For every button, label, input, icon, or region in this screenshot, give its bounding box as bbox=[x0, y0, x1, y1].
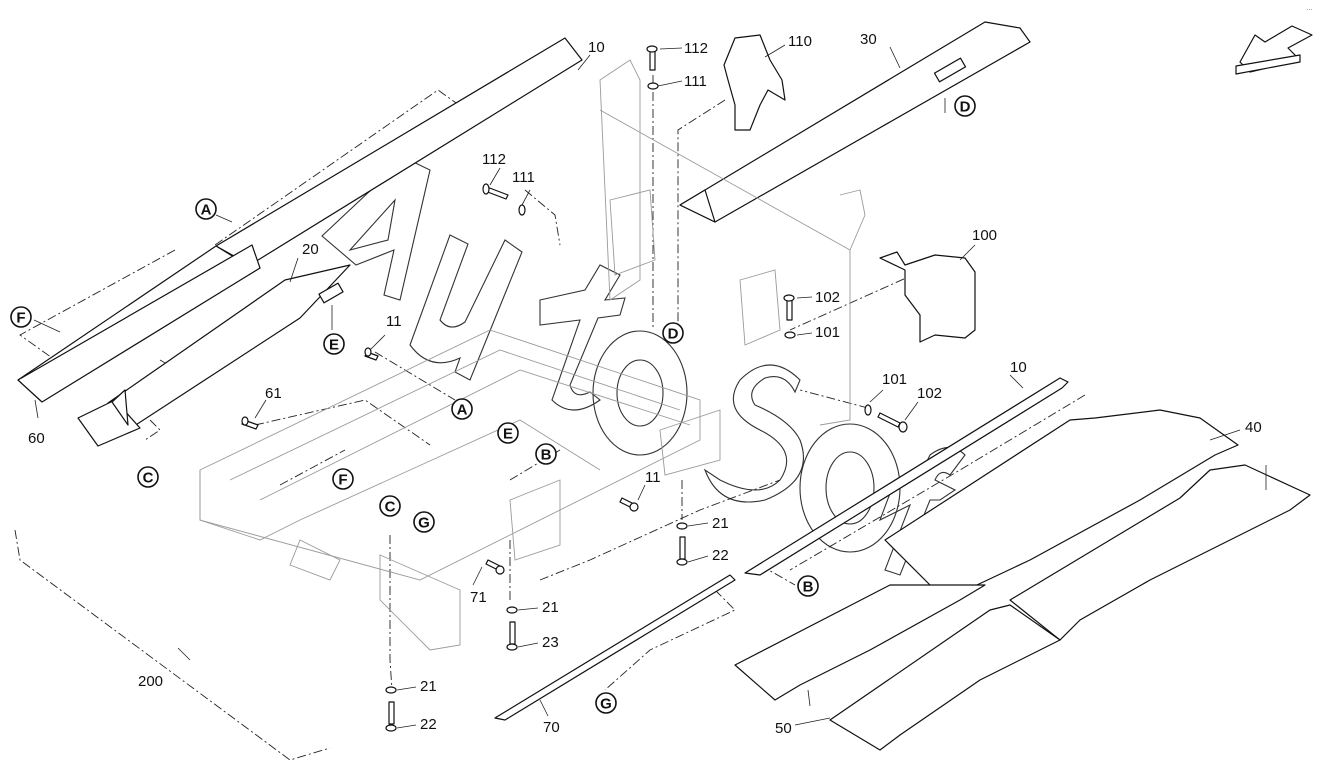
label-101-upper: 101 bbox=[815, 324, 840, 341]
frame-assembly bbox=[199, 59, 866, 651]
label-21-b: 21 bbox=[542, 599, 559, 616]
marker-E-2: E bbox=[497, 422, 519, 444]
marker-C-1: C bbox=[137, 466, 159, 488]
washer-111-top bbox=[647, 82, 659, 90]
label-112-mid: 112 bbox=[482, 151, 506, 168]
label-112-top: 112 bbox=[684, 40, 708, 57]
label-111-top: 111 bbox=[684, 73, 707, 90]
label-23: 23 bbox=[542, 634, 559, 651]
label-70: 70 bbox=[543, 719, 560, 736]
label-10-top: 10 bbox=[588, 39, 605, 56]
label-200: 200 bbox=[138, 673, 163, 690]
part-10-rail-lower bbox=[744, 377, 1069, 576]
label-11-left: 11 bbox=[386, 313, 402, 330]
bolt-22-a bbox=[676, 536, 688, 566]
leader-lines bbox=[33, 44, 1267, 729]
corner-text: … bbox=[1306, 5, 1313, 12]
bolt-71 bbox=[485, 559, 505, 575]
label-111-mid: 111 bbox=[512, 169, 535, 186]
marker-D-1: D bbox=[954, 95, 976, 117]
svg-text:C: C bbox=[143, 470, 154, 487]
reference-markers: A A B B C C D D E E F F G G bbox=[10, 95, 976, 714]
washer-101-lower bbox=[864, 404, 872, 416]
label-22-a: 22 bbox=[712, 547, 729, 564]
assembly-lines bbox=[14, 54, 1086, 761]
label-50: 50 bbox=[775, 720, 792, 737]
washer-101-upper bbox=[784, 331, 796, 339]
svg-text:G: G bbox=[600, 696, 612, 713]
svg-text:F: F bbox=[338, 472, 347, 489]
part-30-channel bbox=[679, 21, 1031, 223]
bolt-112-top bbox=[646, 45, 658, 71]
marker-B-1: B bbox=[535, 443, 557, 465]
part-110-bracket bbox=[723, 34, 786, 131]
label-61: 61 bbox=[265, 385, 282, 402]
part-40-panel bbox=[884, 409, 1311, 641]
washer-21-c bbox=[385, 686, 397, 694]
marker-B-2: B bbox=[797, 575, 819, 597]
washer-21-a bbox=[676, 522, 688, 530]
bolt-112-mid bbox=[482, 183, 509, 200]
svg-text:E: E bbox=[503, 426, 513, 443]
svg-text:D: D bbox=[668, 326, 679, 343]
bolt-102-lower bbox=[877, 412, 908, 433]
part-labels: 10 10 20 30 40 50 60 61 70 71 11 11 21 2… bbox=[28, 31, 1262, 737]
label-71: 71 bbox=[470, 589, 487, 606]
marker-G-1: G bbox=[413, 511, 435, 533]
part-100-bracket bbox=[879, 251, 976, 343]
label-30: 30 bbox=[860, 31, 877, 48]
label-11-right: 11 bbox=[645, 469, 661, 486]
label-22-b: 22 bbox=[420, 716, 437, 733]
bolt-102-upper bbox=[783, 294, 795, 321]
bolt-23 bbox=[506, 621, 518, 651]
label-60: 60 bbox=[28, 430, 45, 447]
marker-A-1: A bbox=[195, 198, 217, 220]
svg-text:F: F bbox=[16, 310, 25, 327]
label-102-lower: 102 bbox=[917, 385, 942, 402]
washer-21-b bbox=[506, 606, 518, 614]
bolt-61 bbox=[241, 416, 259, 430]
svg-text:A: A bbox=[201, 202, 212, 219]
label-101-lower: 101 bbox=[882, 371, 907, 388]
svg-text:A: A bbox=[457, 402, 468, 419]
part-60-rail bbox=[17, 244, 261, 403]
svg-text:G: G bbox=[418, 515, 430, 532]
svg-text:D: D bbox=[960, 99, 971, 116]
label-40: 40 bbox=[1245, 419, 1262, 436]
label-21-a: 21 bbox=[712, 515, 729, 532]
marker-F-2: F bbox=[332, 468, 354, 490]
label-110: 110 bbox=[788, 33, 812, 50]
part-50-panel bbox=[734, 584, 1061, 751]
bolt-11-right bbox=[619, 497, 639, 512]
direction-arrow-icon bbox=[1235, 25, 1313, 75]
svg-text:B: B bbox=[541, 447, 552, 464]
label-102-upper: 102 bbox=[815, 289, 840, 306]
marker-C-2: C bbox=[379, 495, 401, 517]
watermark bbox=[321, 157, 997, 591]
marker-E-1: E bbox=[323, 333, 345, 355]
bolt-11-left bbox=[364, 347, 379, 361]
marker-D-2: D bbox=[662, 322, 684, 344]
marker-F-1: F bbox=[10, 306, 32, 328]
svg-text:B: B bbox=[803, 579, 814, 596]
marker-G-2: G bbox=[595, 692, 617, 714]
washer-111-mid bbox=[518, 204, 526, 216]
part-70-rail bbox=[494, 574, 736, 721]
svg-text:E: E bbox=[329, 337, 339, 354]
part-20-channel bbox=[77, 264, 351, 447]
svg-text:C: C bbox=[385, 499, 396, 516]
fasteners bbox=[241, 45, 908, 732]
label-21-c: 21 bbox=[420, 678, 437, 695]
marker-A-2: A bbox=[451, 398, 473, 420]
label-10-right: 10 bbox=[1010, 359, 1027, 376]
label-100: 100 bbox=[972, 227, 997, 244]
label-20: 20 bbox=[302, 241, 319, 258]
bolt-22-b bbox=[385, 701, 397, 732]
